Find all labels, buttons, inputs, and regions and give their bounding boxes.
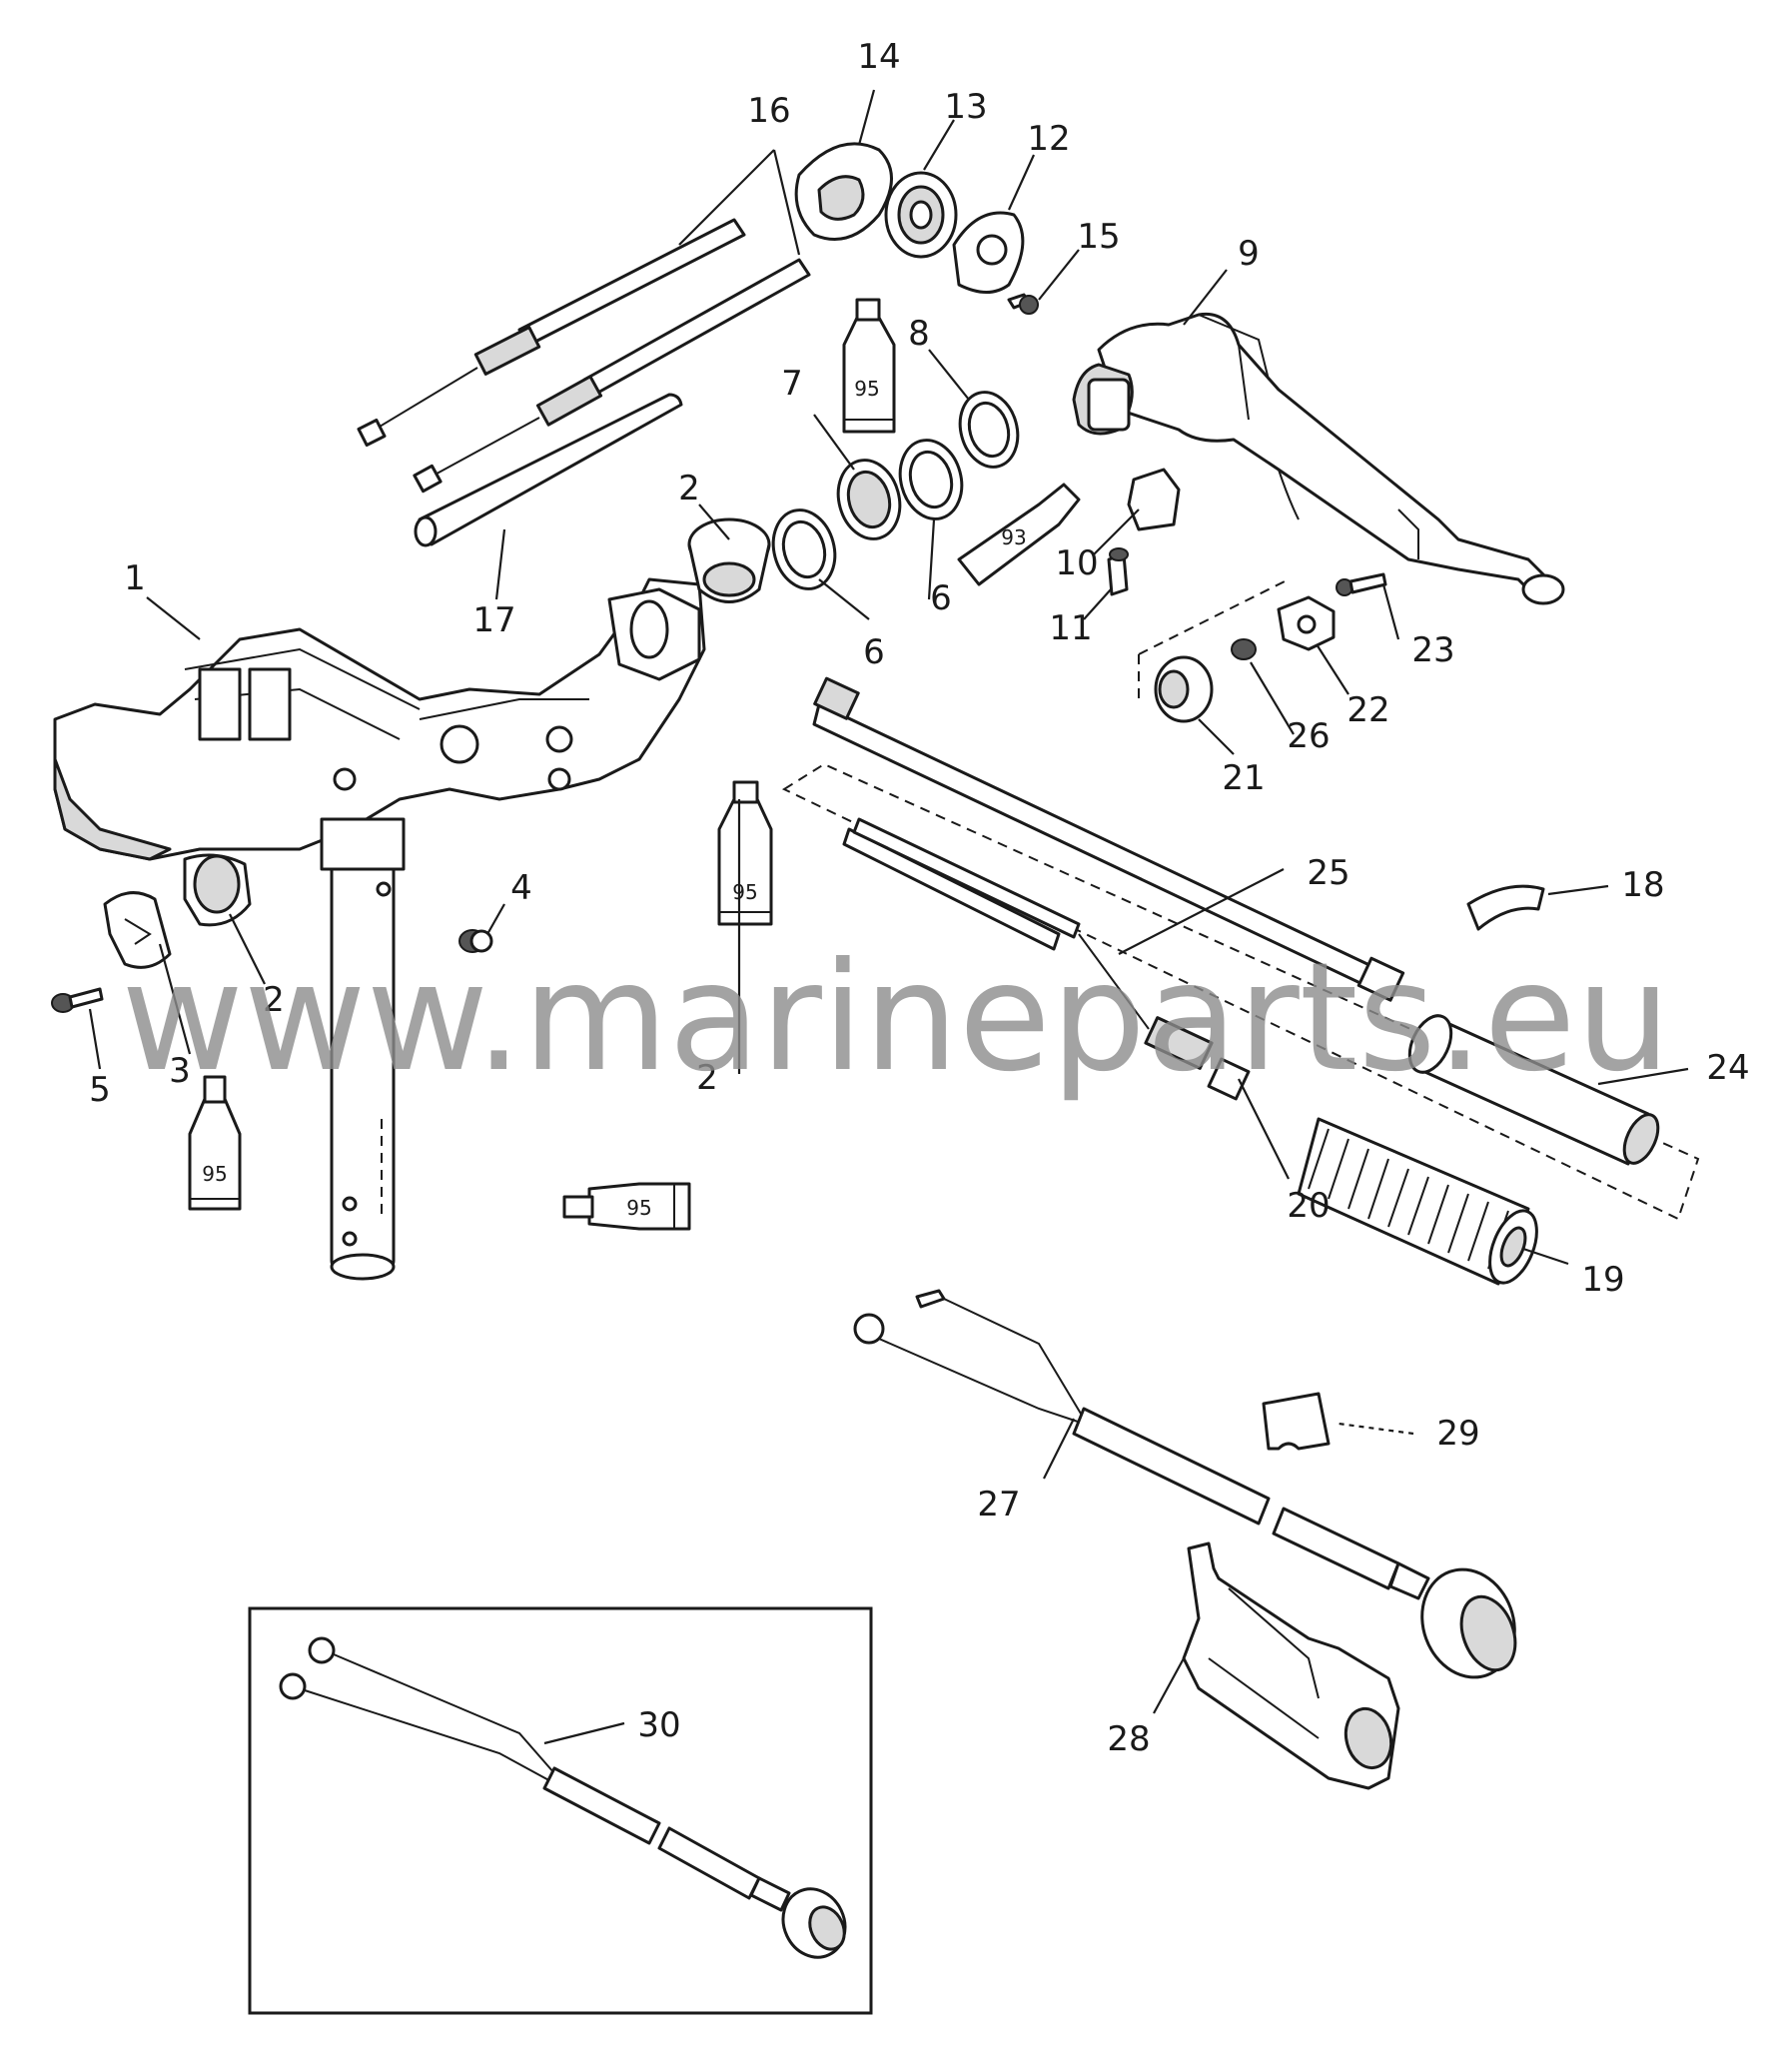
callout-23: 23: [1411, 630, 1454, 670]
callout-3: 3: [169, 1051, 191, 1091]
grease-tube-left: 95: [188, 1075, 242, 1211]
callout-29: 29: [1436, 1414, 1479, 1454]
callout-15: 15: [1077, 217, 1120, 257]
tiller-bracket-part: [1127, 468, 1181, 531]
tube-label: 95: [732, 880, 757, 904]
stop-switch-part: [842, 817, 1251, 1101]
callout-7: 7: [781, 364, 803, 404]
callout-6-lower: 6: [863, 632, 885, 672]
alternate-harness-part: [279, 1636, 847, 1959]
grease-tube-shaft: 95: [562, 1182, 691, 1231]
callout-13: 13: [944, 87, 987, 127]
shift-cable-part: [413, 258, 811, 494]
callout-19: 19: [1581, 1260, 1624, 1300]
callout-2-top: 2: [678, 469, 700, 509]
callout-8: 8: [908, 314, 930, 354]
leader-lines: [88, 89, 1689, 1745]
callout-18: 18: [1621, 865, 1664, 905]
tube-label: 95: [626, 1196, 651, 1220]
callout-28: 28: [1107, 1719, 1150, 1759]
nut-22-part: [1277, 595, 1336, 651]
callout-25: 25: [1307, 853, 1349, 893]
washer-6-part: [771, 509, 837, 590]
callout-labels: 1 2 2 2 3 4 5 6 6 7 8 9 10 11 12 13 14 1…: [89, 37, 1749, 1759]
mounting-bracket-part: [1182, 1541, 1400, 1790]
grease-tube-top: 95: [842, 298, 896, 434]
grease-tube-center: 95: [717, 780, 773, 926]
grease-tube-93: 93: [957, 483, 1081, 586]
watermark-text: www.marineparts.eu: [121, 931, 1671, 1105]
retainer-plate-part: [103, 891, 172, 969]
tube-label: 95: [854, 377, 879, 401]
cable-clip-part: [1262, 1392, 1331, 1451]
callout-9: 9: [1238, 234, 1260, 274]
callout-21: 21: [1222, 758, 1265, 798]
callout-2-tube: 2: [696, 1058, 718, 1098]
screw-part: [51, 987, 104, 1013]
friction-knob-part: [794, 142, 893, 241]
stop-knob-part: [1154, 655, 1214, 723]
friction-gear-part: [884, 171, 958, 259]
callout-30: 30: [637, 1705, 680, 1745]
callout-20: 20: [1287, 1186, 1330, 1226]
callout-16: 16: [747, 91, 790, 131]
screw-11-part: [1107, 547, 1129, 596]
callout-24: 24: [1706, 1048, 1749, 1088]
tiller-arm-part: [1072, 312, 1565, 605]
callout-12: 12: [1027, 119, 1070, 159]
friction-plate-part: [952, 211, 1025, 294]
callout-6-upper: 6: [930, 578, 952, 618]
steering-shaft-part: [320, 817, 406, 1281]
screw-15-part: [1007, 293, 1039, 315]
bushing-2-part: [687, 517, 771, 603]
washer-7-part: [836, 459, 902, 540]
callout-27: 27: [977, 1485, 1020, 1525]
throttle-cable-part: [357, 218, 746, 448]
screw-23-part: [1336, 572, 1387, 596]
callout-11: 11: [1049, 608, 1092, 648]
washer-8-part: [958, 391, 1020, 469]
grip-clip-part: [1466, 884, 1545, 931]
callout-17: 17: [472, 600, 515, 640]
bushing-part: [183, 853, 252, 927]
throttle-shaft-part: [812, 676, 1405, 1002]
callout-14: 14: [857, 37, 900, 77]
swivel-bracket-part: [53, 577, 706, 861]
washer-6b-part: [898, 439, 964, 520]
callout-26: 26: [1287, 716, 1330, 756]
grip-cover-part: [1297, 1117, 1538, 1286]
fuel-hose-part: [414, 393, 683, 547]
twist-grip-part: [1407, 1014, 1660, 1166]
callout-4: 4: [510, 868, 532, 908]
nut-part: [458, 929, 493, 953]
callout-10: 10: [1055, 543, 1098, 583]
wiring-harness-part: [853, 1289, 1517, 1679]
tube-label: 95: [202, 1162, 227, 1186]
callout-5: 5: [89, 1070, 111, 1110]
inset-box: [248, 1606, 873, 2015]
callout-1: 1: [124, 558, 146, 598]
callout-2-left: 2: [263, 980, 285, 1020]
tube-label: 93: [1001, 525, 1026, 549]
spring-26-part: [1231, 638, 1257, 660]
callout-22: 22: [1346, 690, 1389, 730]
